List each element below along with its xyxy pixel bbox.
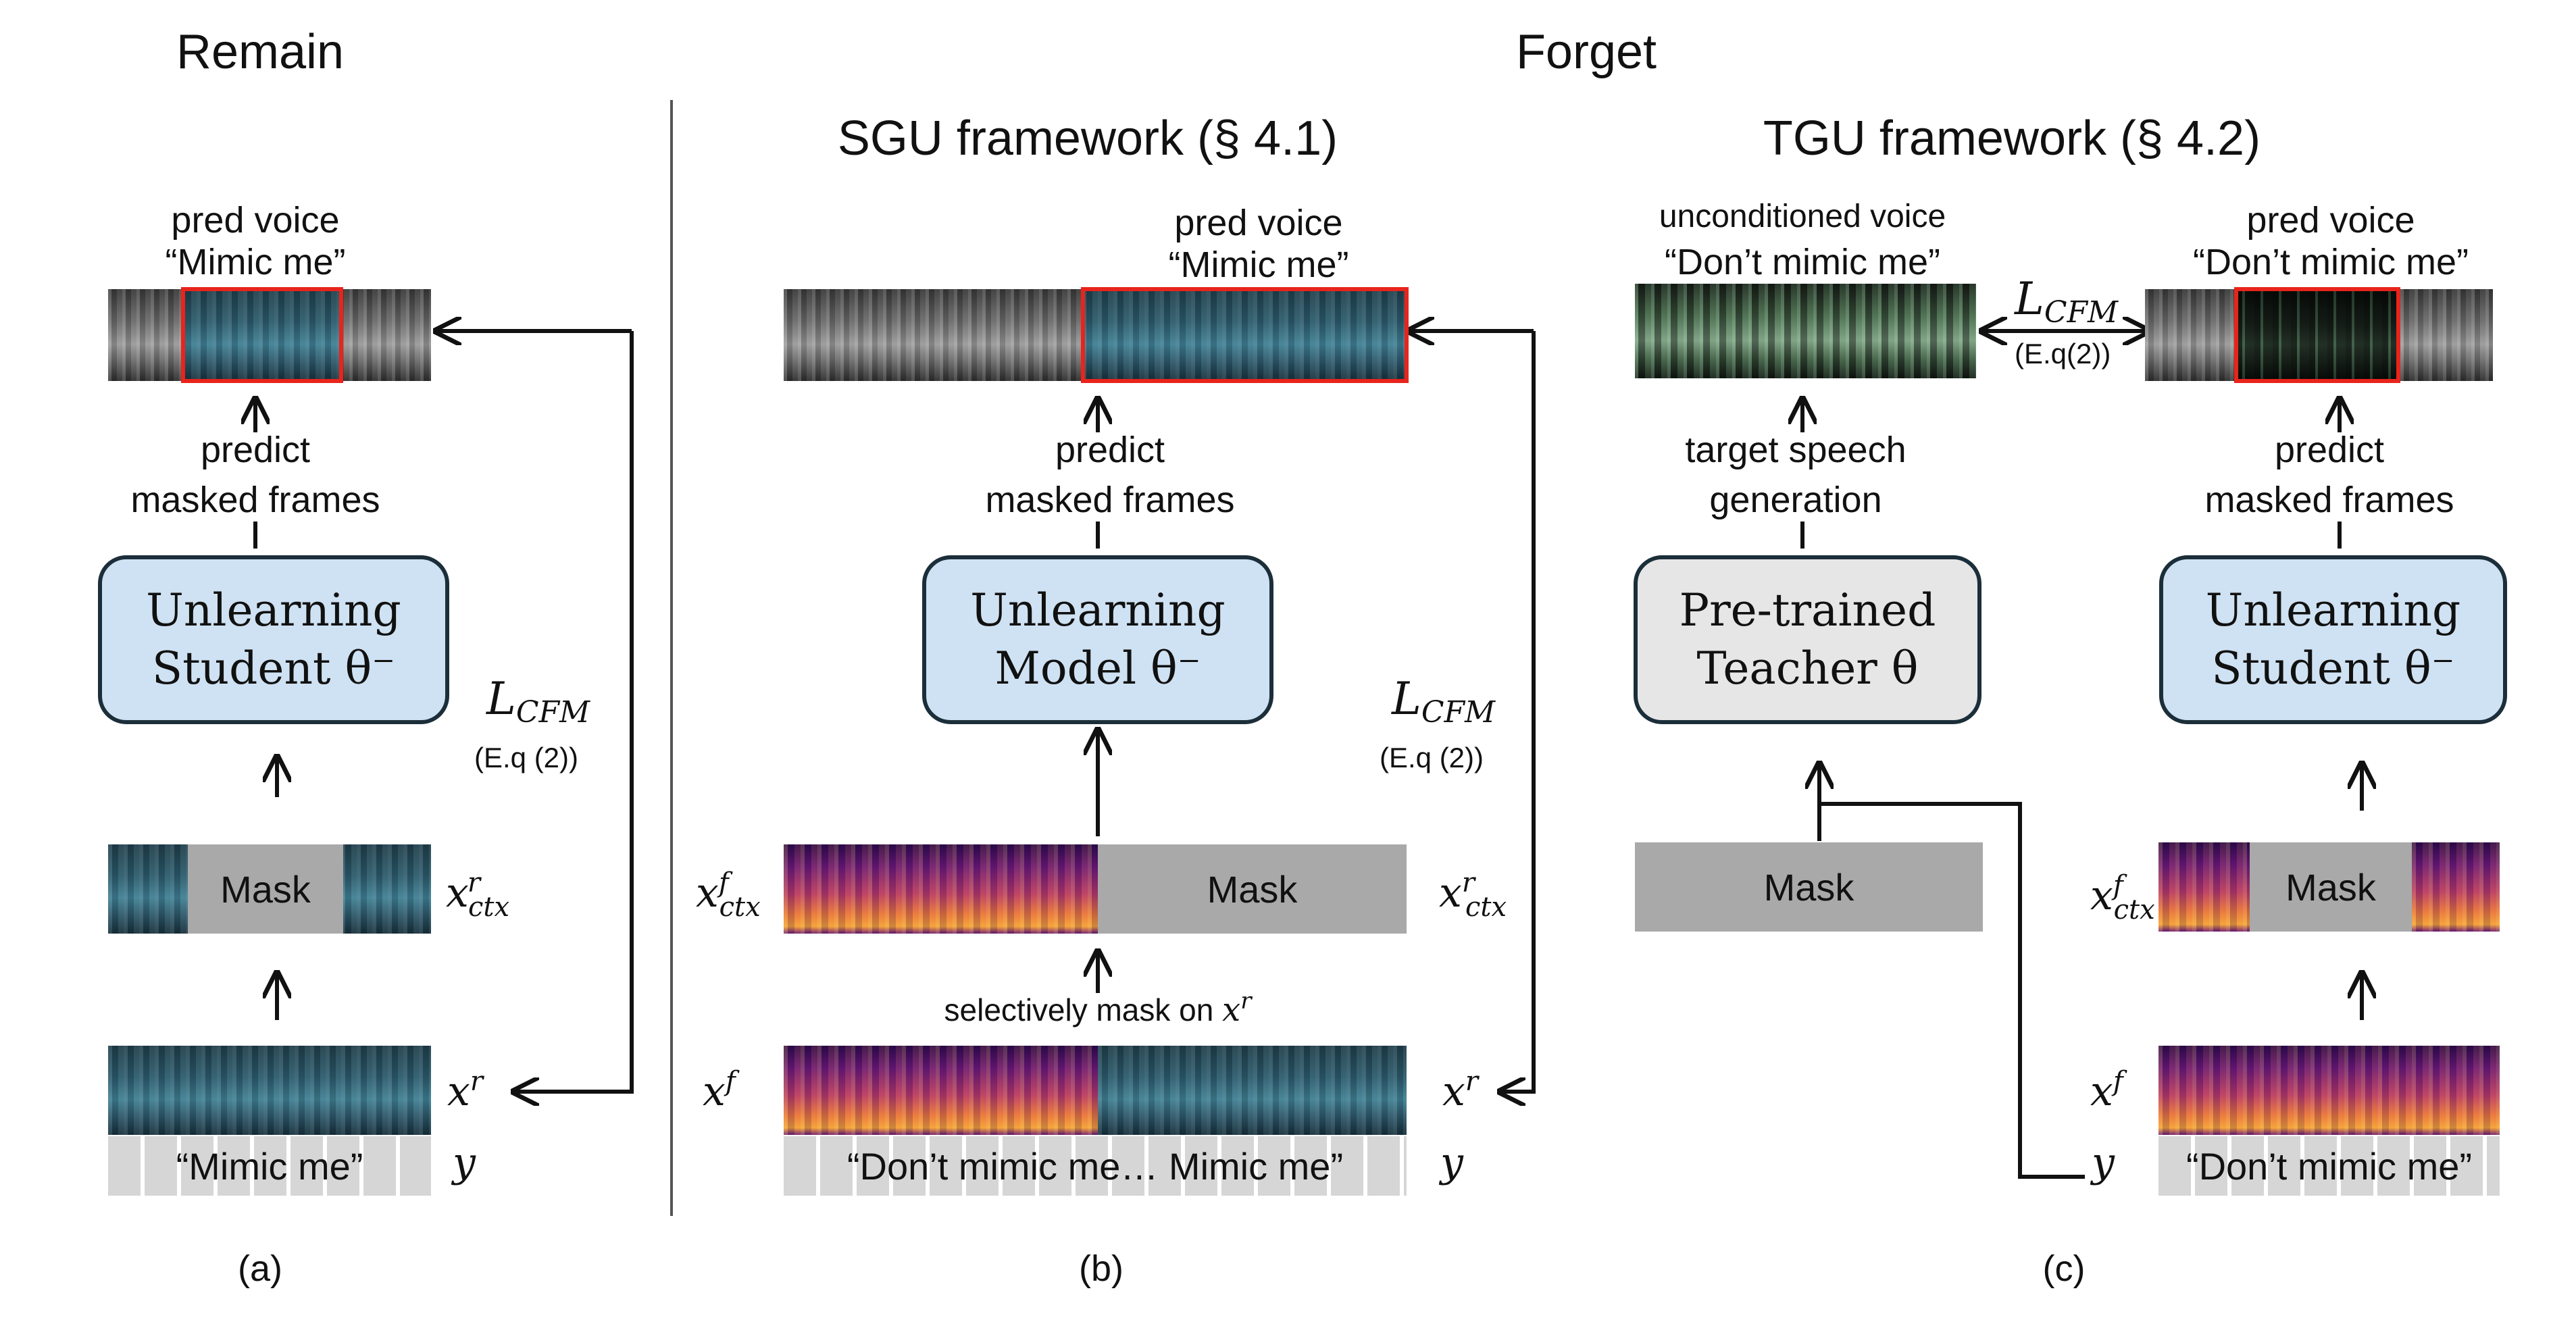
- c-student-line2: Student θ⁻: [2211, 642, 2455, 694]
- a-pred-voice-label: pred voice: [171, 200, 340, 240]
- c-pred-voice-label: pred voice: [2246, 200, 2415, 240]
- c-loss-label: LCFM: [2015, 273, 2119, 330]
- c-predict-label: predict: [2274, 430, 2385, 470]
- c-student-line1: Unlearning: [2205, 584, 2461, 637]
- a-masked-frames-label: masked frames: [130, 480, 380, 520]
- a-input-spectrogram: [108, 1046, 431, 1135]
- c-pred-voice-quote: “Don’t mimic me”: [2192, 242, 2469, 282]
- b-model-line2: Model θ⁻: [994, 642, 1201, 694]
- c-ctx-label: xfctx: [2090, 870, 2155, 925]
- b-pred-voice-label: pred voice: [1174, 203, 1343, 243]
- b-ctx-left-label: xfctx: [696, 867, 761, 923]
- a-mask-block: Mask: [188, 844, 343, 934]
- a-input-label: xr: [447, 1066, 483, 1115]
- c-student-mask-block: Mask: [2250, 842, 2412, 932]
- c-uncond-voice-label: unconditioned voice: [1659, 199, 1946, 234]
- loss-b-loop: [1500, 331, 1536, 1092]
- a-loss-ref: (E.q (2)): [474, 742, 579, 773]
- a-text-condition: “Mimic me”: [108, 1136, 431, 1196]
- a-loss-label: LCFM: [486, 673, 590, 730]
- b-ctx-right-label: xrctx: [1439, 867, 1507, 923]
- header-forget: Forget: [1515, 25, 1657, 79]
- y-to-teacher-path: [1819, 802, 2085, 1179]
- a-model-line1: Unlearning: [146, 584, 401, 637]
- b-unlearning-model-box: Unlearning Model θ⁻: [922, 555, 1273, 724]
- b-loss-label: LCFM: [1392, 673, 1496, 730]
- b-input-left-label: xf: [703, 1066, 736, 1115]
- c-teacher-line1: Pre-trained: [1679, 584, 1936, 637]
- b-forget-context-spectrogram: [784, 844, 1098, 934]
- b-y-label: y: [1440, 1139, 1463, 1186]
- c-masked-frames-label: masked frames: [2204, 480, 2454, 520]
- c-teacher-line2: Teacher θ: [1696, 642, 1919, 694]
- c-target-speech-label: target speech: [1685, 430, 1906, 470]
- c-unlearning-student-box: Unlearning Student θ⁻: [2159, 555, 2507, 724]
- c-predicted-segment: [2236, 289, 2398, 381]
- a-predict-label: predict: [200, 430, 311, 470]
- c-context-spectrogram: Mask: [2158, 842, 2500, 932]
- c-caption: (c): [2042, 1248, 2086, 1289]
- loss-a-loop: [513, 331, 634, 1092]
- b-loss-ref: (E.q (2)): [1380, 742, 1484, 773]
- a-y-label: y: [453, 1139, 476, 1186]
- b-model-line1: Unlearning: [970, 584, 1226, 637]
- a-model-line2: Student θ⁻: [151, 642, 396, 694]
- b-output-spectrogram: [784, 289, 1407, 381]
- header-remain: Remain: [176, 25, 345, 79]
- c-generation-label: generation: [1709, 480, 1882, 520]
- c-input-label: xf: [2090, 1066, 2123, 1115]
- b-input-right-label: xr: [1442, 1066, 1478, 1115]
- b-masked-frames-label: masked frames: [985, 480, 1235, 520]
- b-selective-mask-label: selectively mask on xr: [944, 988, 1252, 1029]
- b-pred-voice-quote: “Mimic me”: [1168, 245, 1349, 285]
- tgu-title: TGU framework (§ 4.2): [1763, 111, 2261, 166]
- b-prediction-highlight: [1081, 287, 1409, 383]
- b-predicted-segment: [1082, 289, 1407, 381]
- c-y-label: y: [2092, 1139, 2115, 1186]
- c-loss-ref: (E.q(2)): [2015, 338, 2111, 370]
- c-output-spectrogram: [2145, 289, 2493, 381]
- a-prediction-highlight: [181, 287, 343, 383]
- c-input-spectrogram: [2158, 1046, 2500, 1135]
- b-remain-input-spectrogram: [1098, 1046, 1407, 1135]
- a-predicted-segment: [181, 289, 343, 381]
- a-unlearning-student-box: Unlearning Student θ⁻: [98, 555, 449, 724]
- b-mask-block: Mask: [1098, 844, 1407, 934]
- c-unconditioned-spectrogram: [1635, 284, 1976, 378]
- c-prediction-highlight: [2234, 287, 2400, 383]
- a-context-spectrogram: Mask: [108, 844, 431, 934]
- c-teacher-mask-block: Mask: [1635, 842, 1983, 932]
- c-uncond-voice-quote: “Don’t mimic me”: [1664, 242, 1941, 282]
- b-predict-label: predict: [1055, 430, 1165, 470]
- c-pretrained-teacher-box: Pre-trained Teacher θ: [1634, 555, 1981, 724]
- b-forget-input-spectrogram: [784, 1046, 1098, 1135]
- sgu-title: SGU framework (§ 4.1): [837, 111, 1338, 166]
- a-caption: (a): [238, 1248, 282, 1289]
- a-output-spectrogram: [108, 289, 431, 381]
- c-text-condition: “Don’t mimic me”: [2158, 1136, 2500, 1196]
- b-caption: (b): [1079, 1248, 1123, 1289]
- a-ctx-label: xrctx: [446, 867, 510, 923]
- b-text-condition: “Don’t mimic me… Mimic me”: [784, 1136, 1407, 1196]
- a-pred-voice-quote: “Mimic me”: [165, 242, 346, 282]
